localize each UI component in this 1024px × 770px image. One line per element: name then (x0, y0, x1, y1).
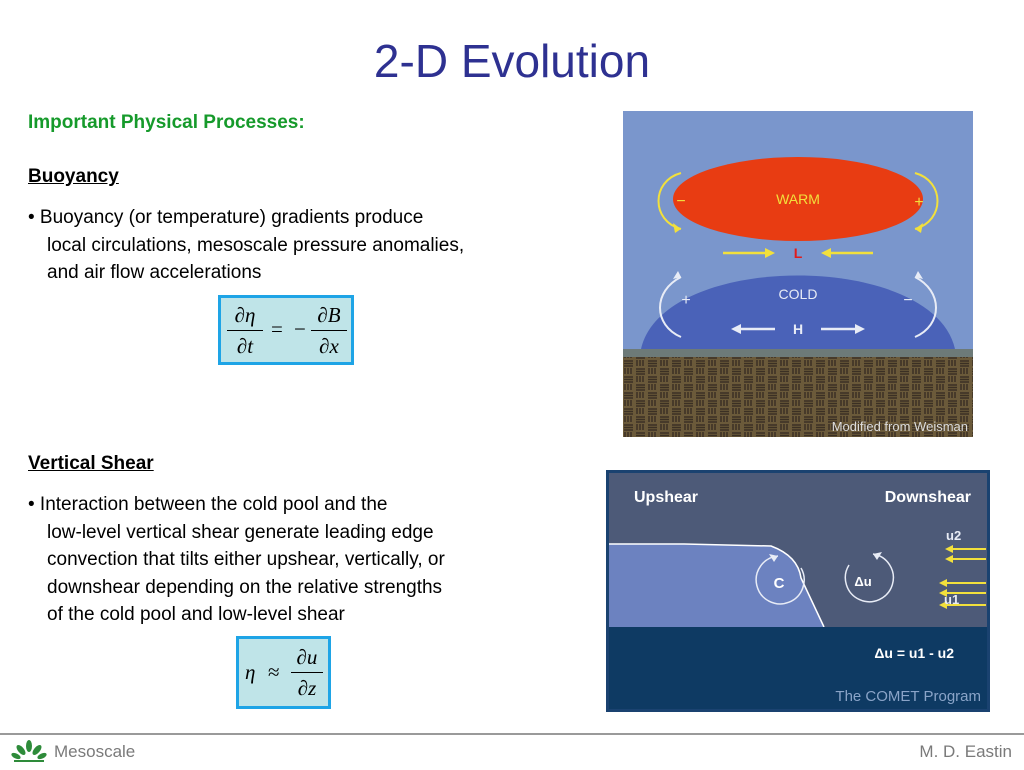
figure2-credit: The COMET Program (835, 688, 981, 705)
warm-region (673, 157, 923, 241)
shear-line-2: low-level vertical shear generate leadin… (47, 521, 434, 543)
warm-label: WARM (776, 191, 820, 207)
cold-right-sign: − (903, 292, 912, 309)
c-label: C (774, 575, 785, 592)
figure1-credit: Modified from Weisman (832, 419, 968, 434)
buoyancy-circulation-figure: WARM COLD L H − + + − Modified from Weis… (623, 111, 973, 437)
warm-left-circulation-arrow (657, 172, 682, 230)
du-circulation-arrow (844, 553, 895, 603)
u2-label: u2 (946, 528, 961, 543)
eq2-approx: ≈ (268, 660, 280, 684)
footer-author-label: M. D. Eastin (919, 742, 1012, 761)
eq2-rhs-numerator: ∂u (296, 645, 318, 669)
eq2-rhs-fraction: ∂u ∂z (289, 643, 325, 702)
eq1-equals: = (271, 317, 283, 341)
shear-line-1: • Interaction between the cold pool and … (28, 494, 388, 515)
c-circulation-arrow (755, 555, 805, 605)
cold-right-circulation-arrow (914, 276, 937, 338)
cold-left-circulation-arrow (659, 276, 682, 338)
warm-right-circulation-arrow (914, 172, 939, 230)
eq2-rhs-denominator: ∂z (297, 676, 317, 700)
buoyancy-line-3: and air flow accelerations (47, 262, 262, 283)
shear-bullet: • Interaction between the cold pool and … (28, 491, 445, 629)
buoyancy-bullet: • Buoyancy (or temperature) gradients pr… (28, 204, 464, 287)
cold-pool-region (641, 275, 955, 349)
wind-arrows (946, 548, 986, 606)
ground (623, 357, 973, 437)
eq1-lhs-denominator: ∂t (236, 334, 254, 358)
eq1-lhs-numerator: ∂η (234, 303, 256, 327)
shear-equation-label: Δu = u1 - u2 (874, 645, 954, 661)
shear-equation: η ≈ ∂u ∂z (236, 636, 331, 709)
cold-left-sign: + (681, 292, 690, 309)
buoyancy-line-2: local circulations, mesoscale pressure a… (47, 234, 465, 256)
eq2-lhs: η (245, 660, 256, 684)
cold-label: COLD (779, 286, 818, 302)
buoyancy-line-1: • Buoyancy (or temperature) gradients pr… (28, 207, 424, 228)
u1-label: u1 (944, 592, 959, 607)
slide-title: 2-D Evolution (373, 35, 651, 87)
downshear-label: Downshear (885, 489, 971, 506)
vertical-shear-figure: Upshear Downshear u2 u1 C Δu Δu = u1 - u… (606, 470, 990, 712)
high-pressure-label: H (793, 321, 803, 337)
cold-pool-region (609, 544, 824, 627)
upshear-label: Upshear (634, 489, 698, 506)
slide-subheading: Important Physical Processes: (28, 112, 305, 133)
eq1-rhs-numerator: ∂B (317, 303, 341, 327)
eq1-lhs-fraction: ∂η ∂t (225, 301, 265, 360)
footer-course-label: Mesoscale (54, 742, 136, 761)
warm-right-sign: + (914, 194, 923, 211)
shear-heading: Vertical Shear (28, 453, 154, 474)
leaf-logo-icon (11, 740, 47, 762)
eq1-minus: − (294, 317, 306, 341)
buoyancy-heading: Buoyancy (28, 166, 119, 187)
eq1-rhs-fraction: ∂B ∂x (309, 301, 349, 360)
shear-line-5: of the cold pool and low-level shear (47, 604, 345, 625)
warm-left-sign: − (676, 193, 685, 210)
footer-bar: Mesoscale M. D. Eastin (0, 733, 1024, 770)
eq1-rhs-denominator: ∂x (319, 334, 339, 358)
buoyancy-equation: ∂η ∂t = − ∂B ∂x (218, 295, 354, 365)
shear-line-4: downshear depending on the relative stre… (47, 576, 443, 598)
lower-region (609, 627, 987, 709)
shear-line-3: convection that tilts either upshear, ve… (47, 549, 445, 570)
du-label: Δu (854, 574, 871, 589)
low-pressure-label: L (794, 245, 803, 261)
